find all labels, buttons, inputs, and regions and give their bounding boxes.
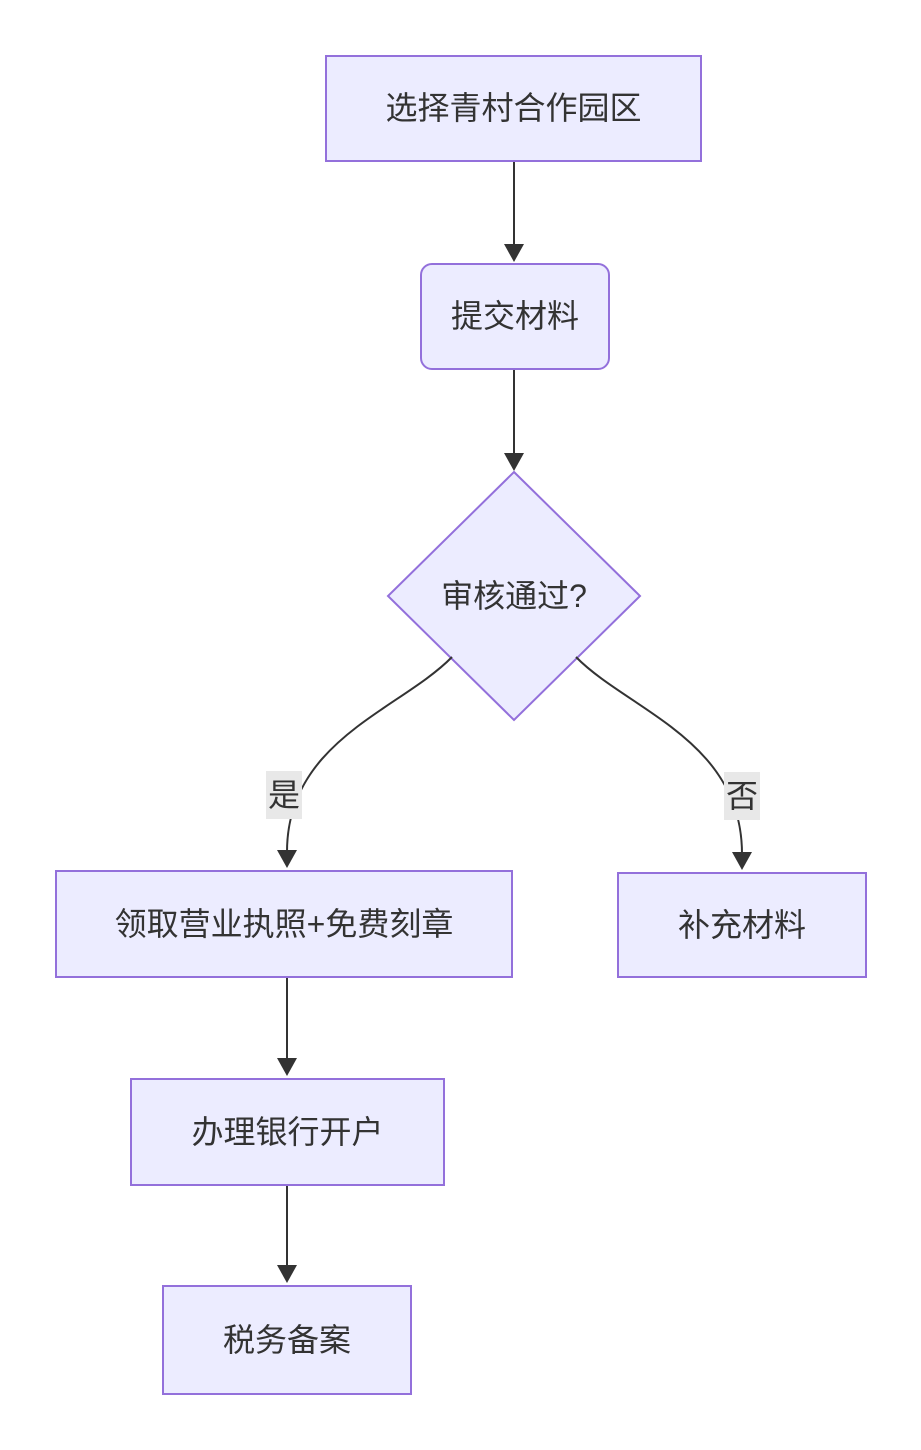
node-review-decision: 审核通过? <box>441 577 587 615</box>
node-bank-account: 办理银行开户 <box>130 1078 445 1186</box>
node-choose-park: 选择青村合作园区 <box>325 55 702 162</box>
edge-choose-park-to-submit <box>504 162 524 262</box>
node-submit-materials: 提交材料 <box>420 263 610 370</box>
node-license-seal-label: 领取营业执照+免费刻章 <box>114 905 454 942</box>
edge-label-yes-text: 是 <box>267 777 301 813</box>
node-license-seal: 领取营业执照+免费刻章 <box>55 870 513 978</box>
node-review-decision-label: 审核通过? <box>441 577 587 614</box>
edge-submit-to-review <box>504 370 524 471</box>
edge-bank-to-tax <box>277 1186 297 1283</box>
node-tax-filing-label: 税务备案 <box>222 1321 351 1358</box>
edge-label-no: 否 <box>723 772 761 820</box>
node-bank-account-label: 办理银行开户 <box>191 1113 384 1150</box>
node-tax-filing: 税务备案 <box>162 1285 412 1395</box>
edge-review-no-to-supplement <box>575 656 752 870</box>
node-submit-materials-label: 提交材料 <box>450 298 579 335</box>
edge-label-no-text: 否 <box>725 778 759 814</box>
node-supplement-materials: 补充材料 <box>617 872 867 978</box>
edge-review-yes-to-license <box>277 656 453 868</box>
node-supplement-materials-label: 补充材料 <box>677 906 806 943</box>
node-choose-park-label: 选择青村合作园区 <box>385 90 642 127</box>
edge-license-to-bank <box>277 978 297 1076</box>
edge-label-yes: 是 <box>265 771 303 819</box>
